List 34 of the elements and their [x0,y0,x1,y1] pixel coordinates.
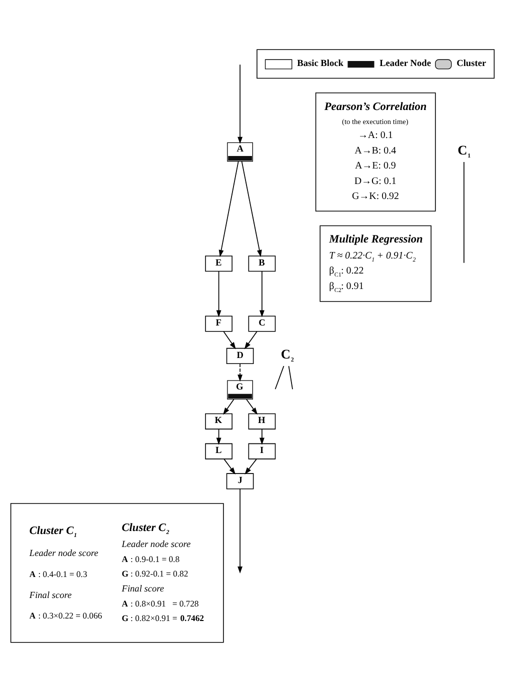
node-box: Pearson’s Correlation (to the execution time) →A: 0.1 A→B: 0.4 A→E: 0.9 D→G: 0.1 G→K: 0.92 [315,92,436,212]
connector [288,365,293,390]
arrow [216,270,222,317]
node-box: Multiple Regression T ≈ 0.22·C$_{1}$ + 0.91·C$_{2}$ β$_{C1}$: 0.22 β$_{C2}$: 0.91 [320,224,432,302]
node-box: L [205,442,232,459]
node-box: K [205,412,232,429]
node-box: F [205,315,232,332]
legend-label: Cluster [456,58,486,69]
node-box: J [226,472,254,489]
arrow [224,458,236,474]
node-box: C [248,315,276,332]
arrow [246,398,258,414]
node-text: C$_{2}$ [280,346,294,364]
node-box: B [248,255,276,272]
node-box: Cluster C$_{1}$ Leader node score A : 0.4-0.1 = 0.3 Final score A : 0.3×0.22 = 0.066 Cluster C$_{2}$ Leader node score A : 0.9-0.1 = 0.8 G : 0.92-0.1 = 0.82 Final score A : 0.8×0.91 = 0.728 G : 0.82×0.91 = 0.7462 [10,502,224,642]
arrow [244,458,257,474]
legend-label: Leader Node [380,58,431,69]
node-text: C$_{1}$ [458,142,471,160]
arrow [260,428,264,444]
arrow [260,270,264,317]
arrow [218,160,239,257]
arrow [244,330,258,349]
node-box: D [226,347,254,364]
arrow [238,362,242,382]
node-box: E [205,255,232,272]
node-box: H [248,412,276,429]
arrow [238,488,242,573]
legend-label: Basic Block [297,58,344,69]
arrow [223,398,234,414]
connector [274,365,284,390]
arrow [241,160,262,257]
arrow [238,64,242,144]
arrow [223,330,236,349]
node-box: I [248,442,276,459]
